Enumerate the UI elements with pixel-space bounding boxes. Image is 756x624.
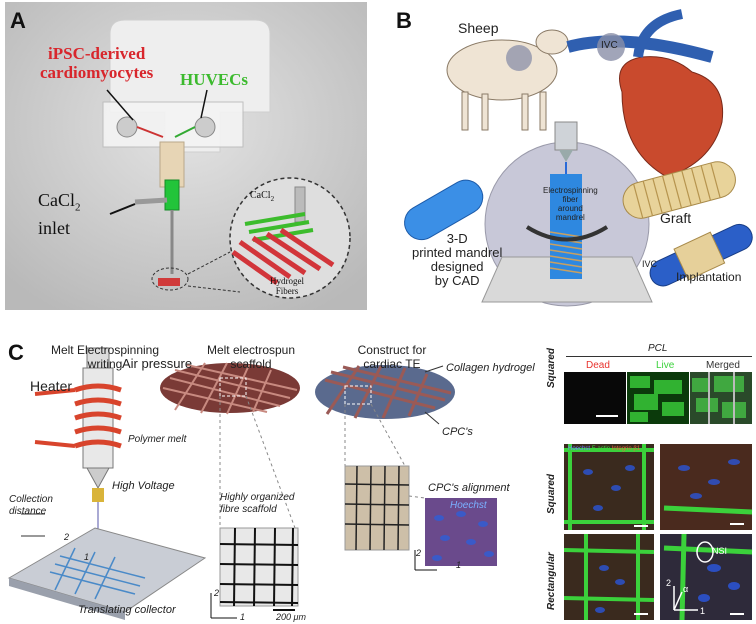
label-cardio-line1: iPSC-derived [48,44,146,63]
label-air-pressure: Air pressure [122,356,193,371]
label-live: Live [656,360,675,371]
electro-line2: fiber [562,195,579,204]
mandrel-line3: designed [430,259,484,274]
inset-cacl2: CaCl2 [250,190,274,203]
label-squared-mid: Squared [546,473,557,514]
title-mew-line1: Melt Electrospinning [50,343,160,357]
label-dead: Dead [586,360,610,371]
label-rectangular: Rectangular [546,552,557,610]
label-electrospinning: Electrospinning fiber around mandrel [543,186,598,222]
panel-b-letter: B [396,8,412,33]
sheep-drawing [446,29,569,131]
inset-hydrogel-line1: Hydrogel [270,276,304,286]
electro-line3: around [557,204,583,213]
axis-1-mew: 1 [84,552,90,562]
label-axis-1-micro: 1 [700,606,706,616]
label-alpha: α [683,584,689,594]
construct-disk [315,365,455,467]
mandrel-line2: printed mandrel [412,245,503,260]
label-pcl: PCL [648,343,668,354]
highly-line1: Highly organized [220,492,295,503]
nsi-outline [696,541,714,563]
label-axis-2-micro: 2 [666,578,672,588]
title-construct-line2: cardiac TE [363,357,421,371]
label-huvecs: HUVECs [180,70,249,89]
label-translating-collector: Translating collector [78,604,176,616]
image-squared-zoom [660,444,752,530]
axis-1-scaffold: 1 [240,612,246,622]
electro-line4: mandrel [555,213,585,222]
axis-2-scaffold: 2 [214,588,220,598]
image-rectangular-stain [564,534,654,620]
label-ipsc-cardiomyocytes: iPSC-derived cardiomyocytes [40,44,153,82]
label-cardio-line2: cardiomyocytes [40,63,154,82]
label-ivc-bottom: IVC [642,259,658,269]
label-printed-mandrel: 3-D printed mandrel designed by CAD [412,232,502,288]
highly-line2: fibre scaffold [220,504,277,515]
title-mew: Melt Electrospinning writing [40,343,170,371]
label-cpcs-alignment: CPC's alignment [428,482,510,494]
panel-a [5,2,367,310]
label-graft: Graft [660,210,692,226]
mandrel-line4: by CAD [434,273,480,288]
label-scale-200um: 200 μm [276,612,306,622]
panel-c-letter: C [8,340,24,365]
label-channels: Hoechst F-actin Integrin β1 [568,446,640,452]
axis-2-construct: 2 [416,548,422,558]
panel-a-letter: A [10,8,26,33]
channel-hoechst: Hoechst [568,446,591,452]
channel-factin: F-actin [591,446,611,452]
title-construct: Construct for cardiac TE [342,343,442,371]
label-collection-distance: Collection distance [9,494,53,518]
micrograph-grid [564,372,753,621]
label-inlet: inlet [38,217,70,238]
panel-a-illustration [5,2,367,310]
label-polymer-melt: Polymer melt [128,434,187,445]
panel-c-illustration [7,347,497,620]
panel-b [382,2,754,314]
label-hoechst-inset: Hoechst [450,500,487,511]
title-scaffold: Melt electrospun scaffold [196,343,306,371]
pcl-header-line [566,356,752,357]
label-sheep: Sheep [458,20,499,36]
label-collagen-hydrogel: Collagen hydrogel [446,362,535,374]
inset-hydrogel-line2: Fibers [275,286,299,296]
collection-line1: Collection [9,494,53,505]
scaffold-disk [160,362,300,529]
label-cpcs: CPC's [442,426,473,438]
label-squared-top: Squared [546,347,557,388]
label-heater: Heater [30,378,73,394]
inset-hydrogel-fibers: Hydrogel Fibers [270,276,304,296]
label-ivc-top: IVC [601,40,618,51]
label-nsi: NSI [712,546,728,556]
panel-b-illustration [404,9,753,307]
title-scaffold-line2: scaffold [230,357,272,371]
printed-mandrel-drawing [404,179,484,241]
label-cacl2-inlet: CaCl2 inlet [38,190,81,238]
label-merged: Merged [706,360,740,371]
label-implantation: Implantation [676,270,742,284]
inset-cacl-sub: 2 [270,195,275,203]
axis-1-construct: 1 [456,560,462,570]
mandrel-line1: 3-D [446,231,468,246]
label-high-voltage: High Voltage [112,480,175,492]
mew-printhead [34,347,122,534]
heart-drawing [566,9,724,178]
collection-line2: distance [9,506,47,517]
implantation-drawing [649,223,753,287]
title-mew-line2: writing [87,357,123,371]
label-cacl-main: CaCl [38,190,76,210]
graft-drawing [622,161,736,219]
title-scaffold-line1: Melt electrospun [206,343,296,357]
label-highly-organized: Highly organized fibre scaffold [220,492,295,516]
electro-line1: Electrospinning [543,186,598,195]
panel-c-schematics [5,338,533,622]
label-cacl-sub: 2 [75,201,81,214]
inset-cacl-main: CaCl [250,190,271,201]
title-construct-line1: Construct for [357,343,427,357]
axis-2-mew: 2 [64,532,70,542]
image-squared-stain [564,444,654,530]
channel-third: Integrin β1 [611,446,641,452]
